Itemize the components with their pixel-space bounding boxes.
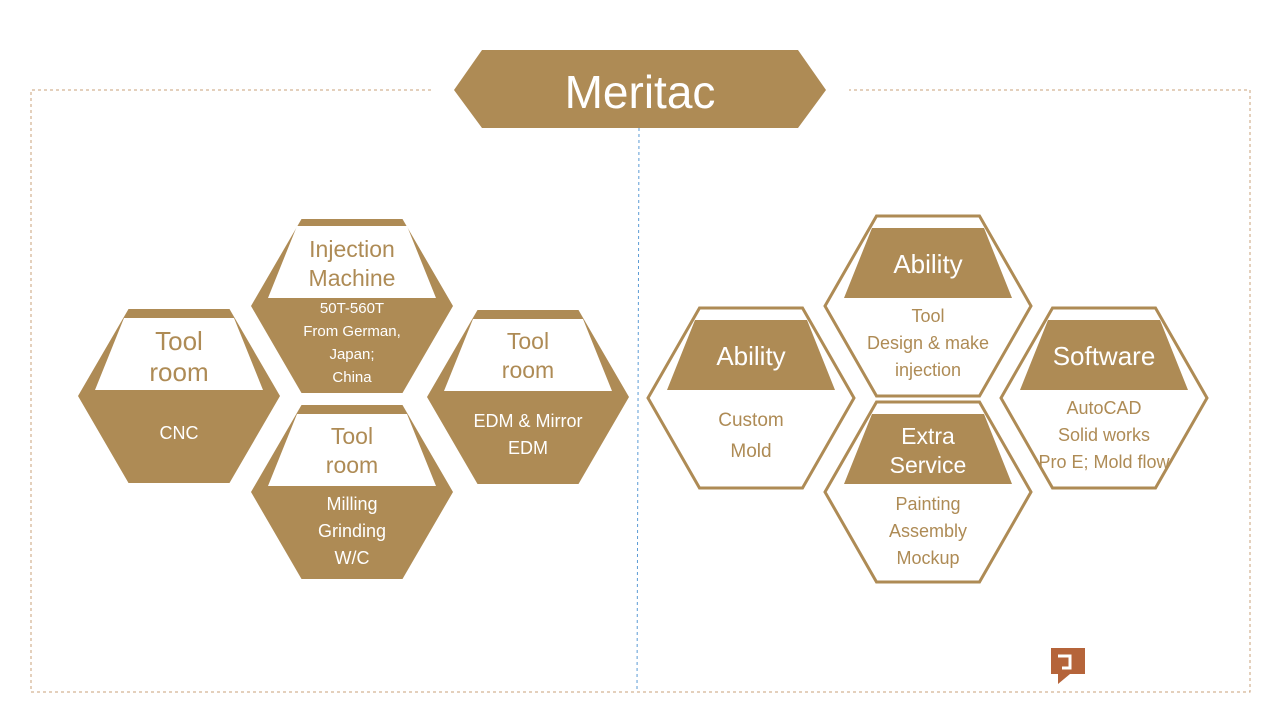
hexagon-heading: room (326, 452, 378, 478)
header-trapezoid (95, 318, 263, 390)
hexagon-body-text: Tool (911, 306, 944, 326)
title-text: Meritac (565, 66, 716, 118)
hexagon-body-text: EDM & Mirror (474, 411, 583, 431)
brand-logo-icon (1051, 648, 1085, 684)
hexagon-heading: Extra (901, 423, 955, 449)
header-trapezoid (667, 320, 835, 390)
header-trapezoid (268, 414, 436, 486)
hexagon-body-text: China (332, 369, 372, 386)
hexagon-heading: Tool (331, 423, 373, 449)
hexagon-heading: Ability (716, 341, 785, 371)
hexagon-body-text: Custom (718, 410, 783, 431)
hexagon-heading: room (502, 357, 554, 383)
hexagon-body-text: W/C (335, 548, 370, 568)
hexagon-body-text: Milling (326, 494, 377, 514)
hexagon-heading: Machine (309, 265, 396, 291)
hexagon-heading: room (149, 357, 208, 387)
hexagon-heading: Injection (309, 236, 395, 262)
header-trapezoid (444, 319, 612, 391)
hexagon-body-text: Grinding (318, 521, 386, 541)
hexagon-heading: Service (890, 452, 967, 478)
hexagon-body-text: injection (895, 360, 961, 380)
left-hexagon-cluster: ToolroomCNCInjectionMachine50T-560TFrom … (78, 219, 629, 579)
hexagon-body-text: CNC (160, 423, 199, 443)
center-divider (636, 127, 640, 693)
hexagon-heading: Ability (893, 249, 962, 279)
header-trapezoid (1020, 320, 1188, 390)
hexagon-heading: Tool (507, 328, 549, 354)
hexagon-heading: Software (1053, 341, 1156, 371)
hexagon-body-text: AutoCAD (1066, 398, 1141, 418)
header-trapezoid (268, 226, 436, 298)
hexagon-body-text: From German, (303, 323, 401, 340)
title-banner: Meritac (454, 50, 826, 128)
hexagon-body-text: Solid works (1058, 425, 1150, 445)
hexagon-body-text: Mold (730, 441, 771, 462)
hexagon-body-text: Japan; (329, 346, 374, 363)
hexagon-body-text: 50T-560T (320, 300, 384, 317)
hexagon-heading: Tool (155, 326, 203, 356)
header-trapezoid (844, 414, 1012, 484)
hexagon-body-text: Assembly (889, 521, 967, 541)
hexagon-body-text: Mockup (896, 548, 959, 568)
header-trapezoid (844, 228, 1012, 298)
hexagon-body-text: Design & make (867, 333, 989, 353)
hexagon-body-text: Pro E; Mold flow (1038, 452, 1170, 472)
hexagon-body-text: EDM (508, 438, 548, 458)
hexagon-body-text: Painting (895, 494, 960, 514)
